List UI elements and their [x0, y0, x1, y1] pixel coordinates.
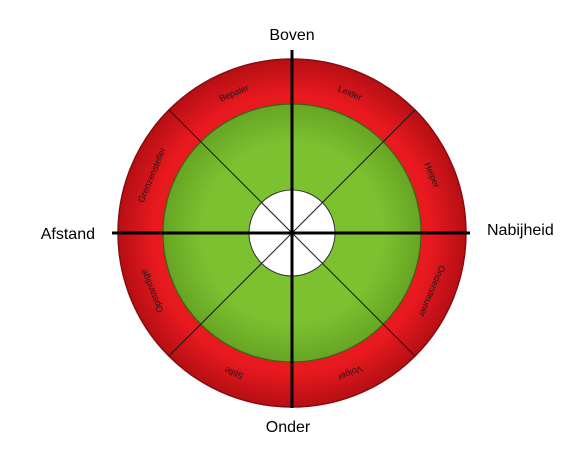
- divider-line-sw: [168, 232, 293, 357]
- axis-label-left: Afstand: [41, 226, 95, 243]
- axis-label-bottom: Onder: [266, 419, 311, 436]
- divider-line-se: [291, 232, 416, 357]
- axis-label-top: Boven: [269, 27, 314, 44]
- divider-line-nw: [168, 109, 293, 234]
- axis-label-right: Nabijheid: [487, 222, 554, 239]
- divider-line-ne: [291, 109, 416, 234]
